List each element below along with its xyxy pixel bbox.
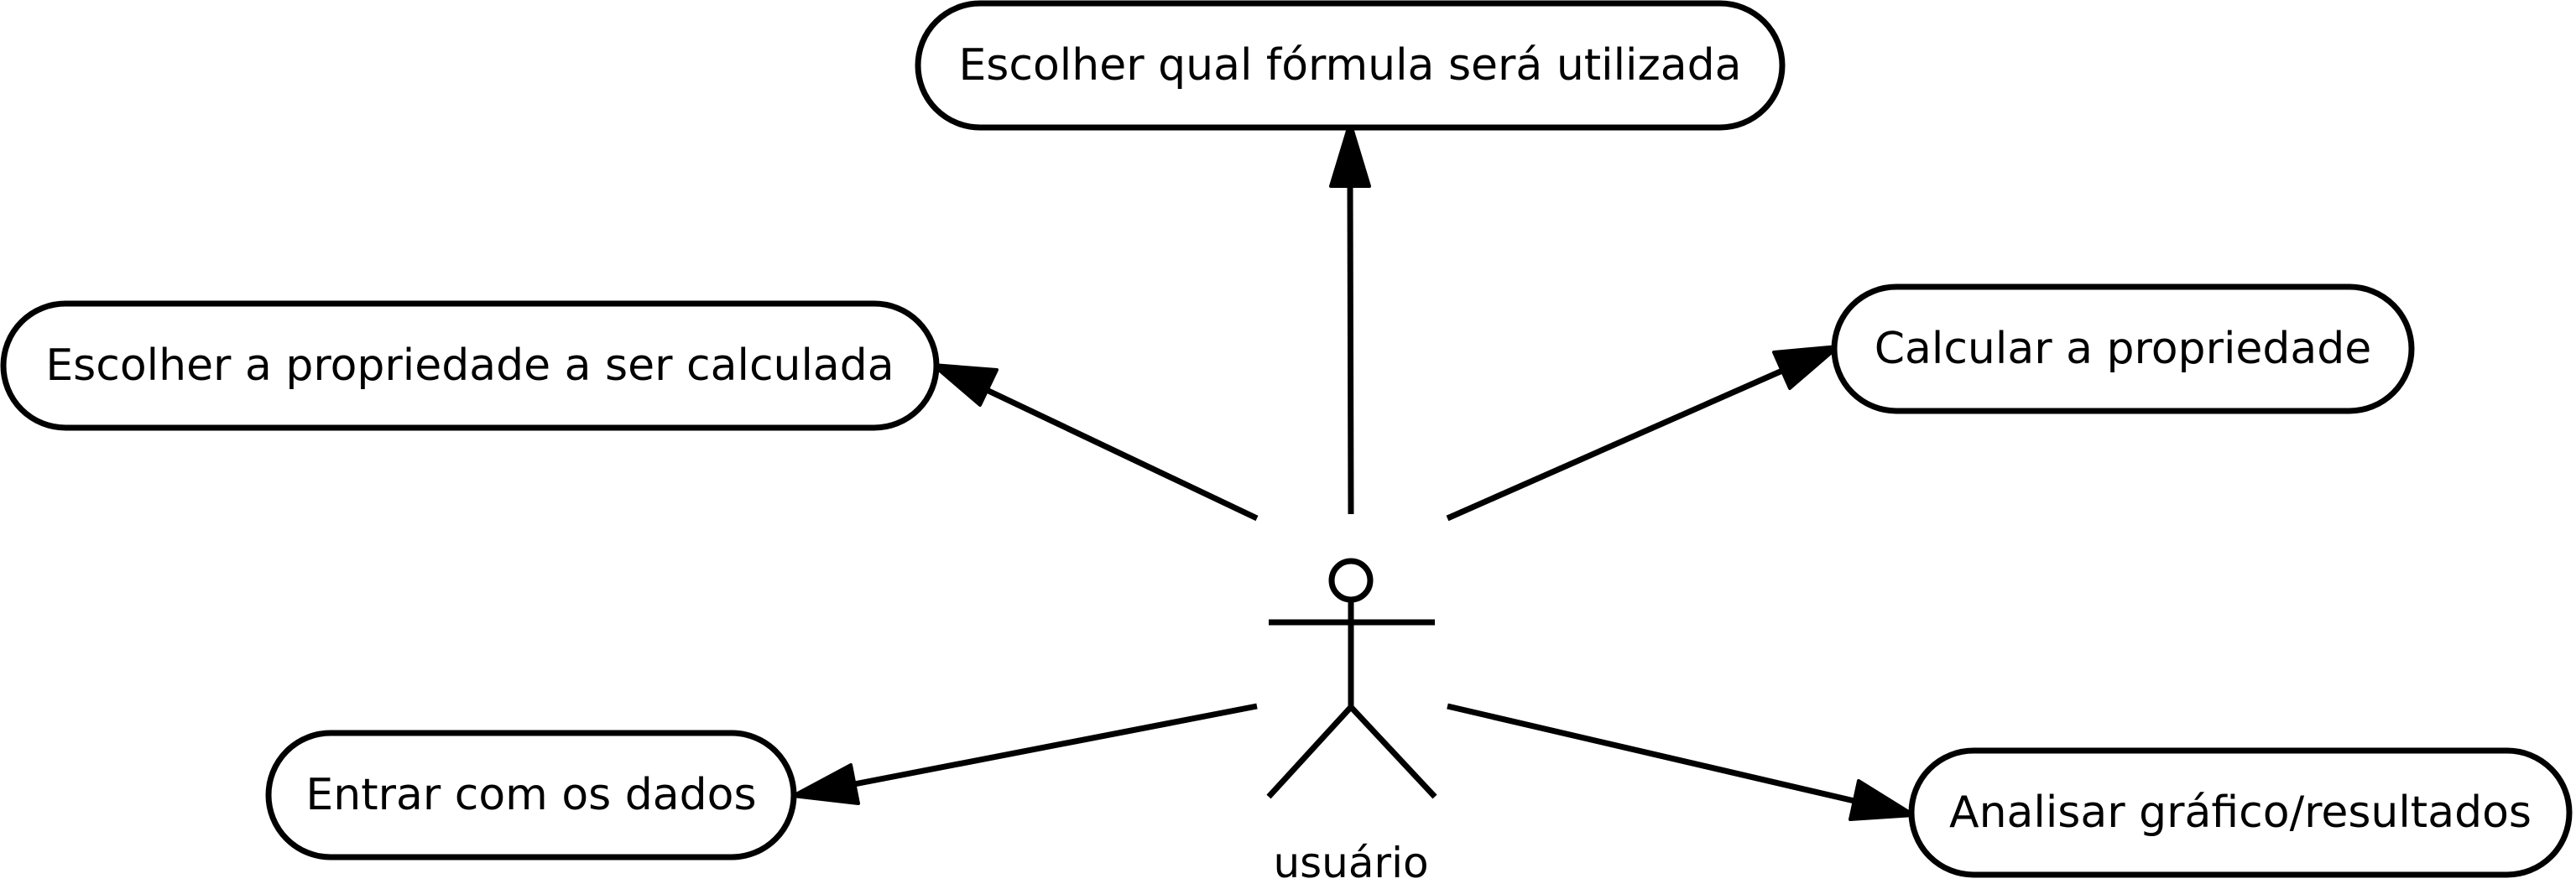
use-case-box xyxy=(915,0,1786,131)
use-case-label: Entrar com os dados xyxy=(305,770,756,820)
arrowhead-analisar-grafico-icon xyxy=(1849,779,1916,821)
use-case-label: Analisar gráfico/resultados xyxy=(1949,788,2532,838)
actor-head xyxy=(1328,558,1374,603)
use-case-box xyxy=(0,300,940,431)
actor: usuário xyxy=(1266,558,1437,887)
use-case-box xyxy=(265,730,797,860)
arrowhead-escolher-formula-icon xyxy=(1329,121,1371,188)
use-case-label: Escolher a propriedade a ser calculada xyxy=(45,341,894,391)
association-line-calcular-propriedade xyxy=(1446,367,1784,522)
arrowhead-calcular-propriedade-icon xyxy=(1772,345,1840,390)
association-line-escolher-formula xyxy=(1347,184,1354,515)
actor-right-leg xyxy=(1348,704,1437,799)
association-line-escolher-propriedade xyxy=(987,387,1259,522)
association-line-analisar-grafico xyxy=(1447,703,1855,804)
use-case-escolher-propriedade: Escolher a propriedade a ser calculada xyxy=(0,300,940,431)
use-case-escolher-formula: Escolher qual fórmula será utilizada xyxy=(915,0,1786,131)
arrowhead-entrar-dados-icon xyxy=(791,763,860,805)
use-case-box xyxy=(1908,747,2573,878)
use-case-calcular-propriedade: Calcular a propriedade xyxy=(1831,283,2415,414)
stick-figure-icon xyxy=(1266,558,1437,799)
association-line-entrar-dados xyxy=(853,703,1258,788)
arrowhead-escolher-propriedade-icon xyxy=(931,363,999,407)
use-case-analisar-grafico: Analisar gráfico/resultados xyxy=(1908,747,2573,878)
associations xyxy=(791,121,1916,821)
actor-left-leg xyxy=(1266,704,1353,799)
use-case-label: Escolher qual fórmula será utilizada xyxy=(958,40,1741,91)
use-case-box xyxy=(1831,283,2415,414)
use-case-entrar-dados: Entrar com os dados xyxy=(265,730,797,860)
actor-label: usuário xyxy=(1273,839,1428,887)
use-case-label: Calcular a propriedade xyxy=(1875,324,2372,374)
